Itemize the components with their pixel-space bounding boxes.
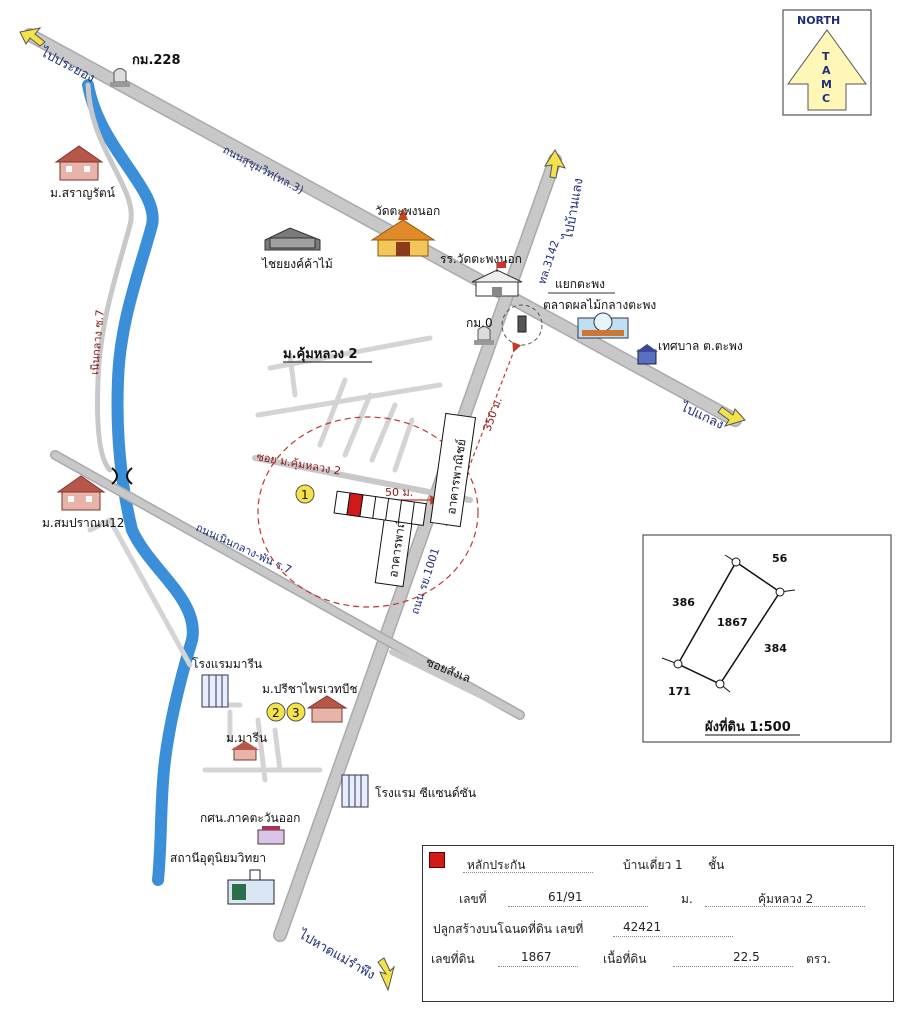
- arrow-klaeng-icon: [717, 406, 746, 427]
- subject-property: [346, 492, 364, 518]
- compass-letter-c: C: [822, 92, 830, 105]
- house-icon: [54, 145, 104, 181]
- plot-title: ผังที่ดิน 1:500: [705, 717, 791, 735]
- marker-2-label: 2: [272, 706, 280, 720]
- direction-arrows: [19, 27, 746, 992]
- house-icon-sompraan: [56, 475, 106, 511]
- deed-label: ปลูกสร้างบนโฉนดที่ดิน เลขที่: [433, 922, 584, 936]
- area-label: เนื้อที่ดิน: [603, 952, 647, 966]
- marker-1-label: 1: [301, 488, 309, 502]
- warehouse-icon: [264, 227, 321, 251]
- km-228-marker-icon: [110, 68, 130, 87]
- compass-letter-m: M: [821, 78, 832, 91]
- floor-unit: ชั้น: [708, 858, 725, 872]
- label-km228: กม.228: [132, 53, 181, 68]
- marker-3-label: 3: [292, 706, 300, 720]
- plot-corner-171: 171: [668, 685, 691, 698]
- label-chaiyong: ไชยยงค์ค้าไม้: [261, 257, 333, 271]
- house-icon-preecha: [306, 695, 348, 723]
- label-to-ban-chang: ไปบ้านแลง: [560, 177, 587, 242]
- plot-corner-384: 384: [764, 642, 787, 655]
- collateral-label: หลักประกัน: [467, 858, 526, 872]
- label-road-sukhumvit: ถนนสุขุมวิท(ทล.3): [221, 143, 306, 197]
- area-value: 22.5: [733, 950, 760, 964]
- number-label: เลขที่: [459, 892, 487, 906]
- label-marin-hotel: โรงแรมมารีน: [192, 657, 262, 671]
- label-distance-50: 50 ม.: [385, 486, 413, 499]
- village-label: ม.: [681, 892, 693, 906]
- compass-north-label: NORTH: [797, 14, 840, 27]
- arrow-mae-ramphueng-icon: [377, 957, 395, 992]
- label-km0: กม.0: [466, 316, 493, 330]
- label-wat-taphong: วัดตะพงนอก: [375, 204, 440, 218]
- compass-letter-a: A: [822, 64, 831, 77]
- office-icon-kasn: [257, 826, 285, 845]
- plot-corner-56: 56: [772, 552, 788, 565]
- label-road-noen-klang-7: เนินกลาง ซ.7: [88, 309, 107, 375]
- river: [82, 79, 199, 886]
- land-no-value: 1867: [521, 950, 552, 964]
- village-value: คุ้มหลวง 2: [758, 892, 814, 906]
- fruit-market-icon: [577, 312, 629, 339]
- station-icon: [227, 869, 275, 905]
- label-sompraan: ม.สมปราณน12: [42, 516, 124, 530]
- label-kasn: กศน.ภาคตะวันออก: [200, 811, 300, 825]
- road-noen-klang-7: [85, 82, 134, 473]
- marker-2: [266, 702, 286, 722]
- label-school: รร.วัดตะพงนอก: [440, 252, 522, 266]
- municipality-icon: [636, 344, 658, 365]
- label-seasand: โรงแรม ซีแซนด์ซัน: [375, 786, 476, 800]
- plot-plan: 56 386 1867 384 171 ผังที่ดิน 1:500: [642, 534, 892, 743]
- label-municipality: เทศบาล ต.ตะพง: [658, 339, 743, 353]
- info-box: หลักประกัน บ้านเดี่ยว 1 ชั้น เลขที่ 61/9…: [422, 845, 894, 1002]
- school-icon: [471, 262, 523, 297]
- label-preecha: ม.ปรีชาไพรเวทบีช: [262, 682, 358, 696]
- label-road-noen-klang-phan: ถนนเนินกลาง-พัน ร.7: [194, 521, 294, 577]
- marker-3: [286, 702, 306, 722]
- plot-land-1867: 1867: [717, 616, 748, 629]
- hotel-icon-marin: [201, 674, 229, 708]
- label-soi-khum-luang: ซอย ม.คุ้มหลวง 2: [255, 450, 341, 478]
- label-fruit-market: ตลาดผลไม้กลางตะพง: [543, 298, 656, 312]
- label-to-mae-ramphueng: ไปหาดแม่รำพึง: [295, 926, 378, 983]
- house-icon-marin: [231, 741, 259, 761]
- plot-corner-386: 386: [672, 596, 695, 609]
- deed-value: 42421: [623, 920, 662, 934]
- temple-icon: [370, 208, 436, 257]
- hotel-icon-seasand: [341, 774, 369, 808]
- commercial-building-1: [429, 412, 477, 528]
- bridge-icon: [111, 467, 133, 485]
- label-yaek-taphong: แยกตะพง: [555, 277, 605, 291]
- number-value: 61/91: [548, 890, 583, 904]
- north-arrow-icon: [787, 29, 867, 111]
- label-station: สถานีอุตุนิยมวิทยา: [170, 851, 266, 866]
- traffic-light-icon: [517, 315, 527, 333]
- marker-1: [295, 484, 315, 504]
- label-khum-luang: ม.คุ้มหลวง 2: [283, 346, 358, 362]
- land-no-label: เลขที่ดิน: [431, 952, 475, 966]
- label-distance-350: 350 ม.: [481, 395, 505, 433]
- label-saranrat: ม.สราญรัตน์: [50, 186, 115, 200]
- intersection-circle: [501, 304, 543, 346]
- label-marin: ม.มารีน: [226, 731, 267, 745]
- compass-letter-t: T: [822, 50, 830, 63]
- building-type: บ้านเดี่ยว 1: [623, 858, 683, 872]
- townhouse-row: [333, 490, 427, 527]
- arrow-ban-chang-icon: [544, 149, 567, 179]
- compass: NORTH T A M C: [782, 9, 872, 116]
- area-unit: ตรว.: [806, 952, 831, 966]
- collateral-swatch: [429, 852, 445, 868]
- arrow-rayong-icon: [19, 27, 46, 47]
